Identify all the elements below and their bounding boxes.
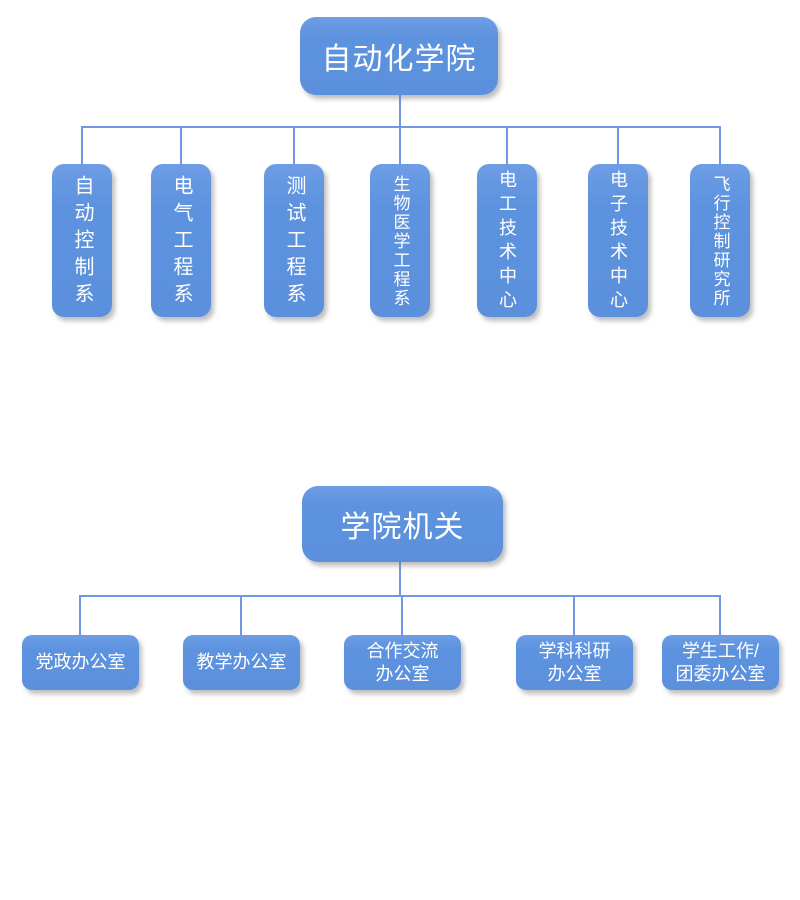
node-label: 电工技术中心 — [497, 170, 517, 314]
connector-drop — [180, 126, 182, 166]
node-label-line1: 教学办公室 — [196, 652, 287, 672]
node-label: 电气工程系 — [170, 175, 192, 310]
connector-stem-bottom — [399, 560, 401, 597]
connector-drop — [401, 595, 403, 637]
connector-drop — [399, 126, 401, 166]
node-label: 电子技术中心 — [608, 170, 628, 314]
connector-drop — [79, 595, 81, 637]
org-node-dept-automatic-control: 自动控制系 — [52, 164, 112, 317]
org-node-college-offices: 学院机关 — [302, 486, 503, 562]
org-node-office-discipline-research: 学科科研 办公室 — [516, 635, 633, 690]
node-label-line1: 学科科研 — [538, 640, 611, 661]
connector-rail-bottom — [80, 595, 721, 597]
node-label: 生物医学工程系 — [390, 174, 410, 308]
org-node-office-teaching: 教学办公室 — [183, 635, 300, 690]
org-node-office-student-league: 学生工作/ 团委办公室 — [662, 635, 779, 690]
connector-drop — [506, 126, 508, 166]
connector-drop — [573, 595, 575, 637]
connector-drop — [617, 126, 619, 166]
node-label-line2: 办公室 — [547, 663, 602, 684]
connector-drop — [293, 126, 295, 166]
org-node-dept-biomedical-engineering: 生物医学工程系 — [370, 164, 430, 317]
org-node-office-party-admin: 党政办公室 — [22, 635, 139, 690]
node-label: 测试工程系 — [283, 175, 305, 310]
node-label-line1: 党政办公室 — [35, 652, 126, 672]
connector-stem-top — [399, 93, 401, 128]
org-node-center-electronic-technology: 电子技术中心 — [588, 164, 648, 317]
node-label-line2: 团委办公室 — [675, 663, 766, 684]
node-label-line1: 合作交流 — [366, 640, 439, 661]
org-node-dept-electrical-engineering: 电气工程系 — [151, 164, 211, 317]
org-node-center-electrician-technology: 电工技术中心 — [477, 164, 537, 317]
org-node-dept-testing-engineering: 测试工程系 — [264, 164, 324, 317]
node-label-line1: 学生工作/ — [681, 640, 759, 661]
connector-drop — [719, 595, 721, 637]
connector-drop — [81, 126, 83, 166]
node-label: 自动控制系 — [71, 175, 93, 310]
connector-rail-top — [82, 126, 721, 128]
node-label: 飞行控制研究所 — [710, 174, 730, 308]
node-label-line2: 办公室 — [375, 663, 430, 684]
org-node-institute-flight-control: 飞行控制研究所 — [690, 164, 750, 317]
connector-drop — [719, 126, 721, 166]
org-node-automation-college: 自动化学院 — [300, 17, 498, 95]
connector-drop — [240, 595, 242, 637]
org-node-office-cooperation-exchange: 合作交流 办公室 — [344, 635, 461, 690]
